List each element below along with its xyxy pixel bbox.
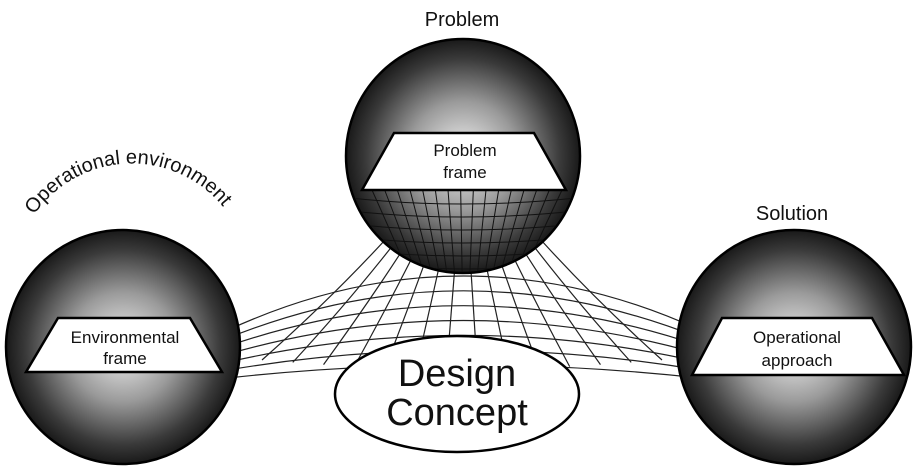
sphere-grid-meridian [460, 189, 463, 272]
sphere-grid-meridian [500, 189, 525, 272]
solution-sphere: Operational approach [675, 228, 913, 466]
mesh-curve-horizontal [227, 305, 701, 347]
environmental-frame-line2: frame [103, 349, 146, 368]
solution-label: Solution [756, 203, 828, 225]
design-concept-line1: Design [398, 353, 516, 395]
sphere-grid-parallel [349, 197, 577, 205]
problem-frame-line1: Problem [433, 141, 496, 160]
operational-approach-line2: approach [762, 351, 833, 370]
problem-frame-line2: frame [443, 163, 486, 182]
sphere-grid-meridian [484, 189, 500, 272]
environmental-frame [23, 316, 225, 374]
environmental-frame-line1: Environmental [71, 328, 180, 347]
mesh-curve-vertical [292, 239, 398, 363]
design-concept: Design Concept [333, 334, 581, 454]
svg-text:Operational environment: Operational environment [21, 146, 237, 217]
problem-sphere: Problem frame [344, 37, 582, 275]
problem-frame [359, 131, 569, 192]
sphere-grid-parallel [349, 223, 577, 231]
sphere-grid-parallel [349, 210, 577, 218]
design-concept-line2: Concept [386, 392, 528, 434]
operational-approach-line1: Operational [753, 328, 841, 347]
sphere-grid-meridian [396, 189, 424, 272]
mesh-curve-vertical [528, 239, 632, 363]
sphere-grid-meridian [477, 189, 487, 272]
problem-label: Problem [425, 9, 499, 31]
mesh-curve-horizontal [227, 290, 701, 339]
mesh-curve-vertical [261, 239, 386, 361]
sphere-grid-meridian [422, 189, 440, 272]
sphere-grid-meridian [469, 189, 474, 272]
sphere-grid-meridian [447, 189, 455, 272]
operational-approach-frame [689, 316, 907, 377]
sphere-grid-meridian [409, 189, 432, 272]
mesh-curve-horizontal [227, 275, 701, 331]
environment-sphere: Environmental frame [4, 228, 242, 466]
environment-label: Operational environment [21, 146, 237, 217]
mesh-curve-vertical [540, 239, 663, 361]
sphere-grid-meridian [492, 189, 512, 272]
sphere-grid-meridian [434, 189, 448, 272]
mesh-curve-horizontal [227, 319, 701, 355]
